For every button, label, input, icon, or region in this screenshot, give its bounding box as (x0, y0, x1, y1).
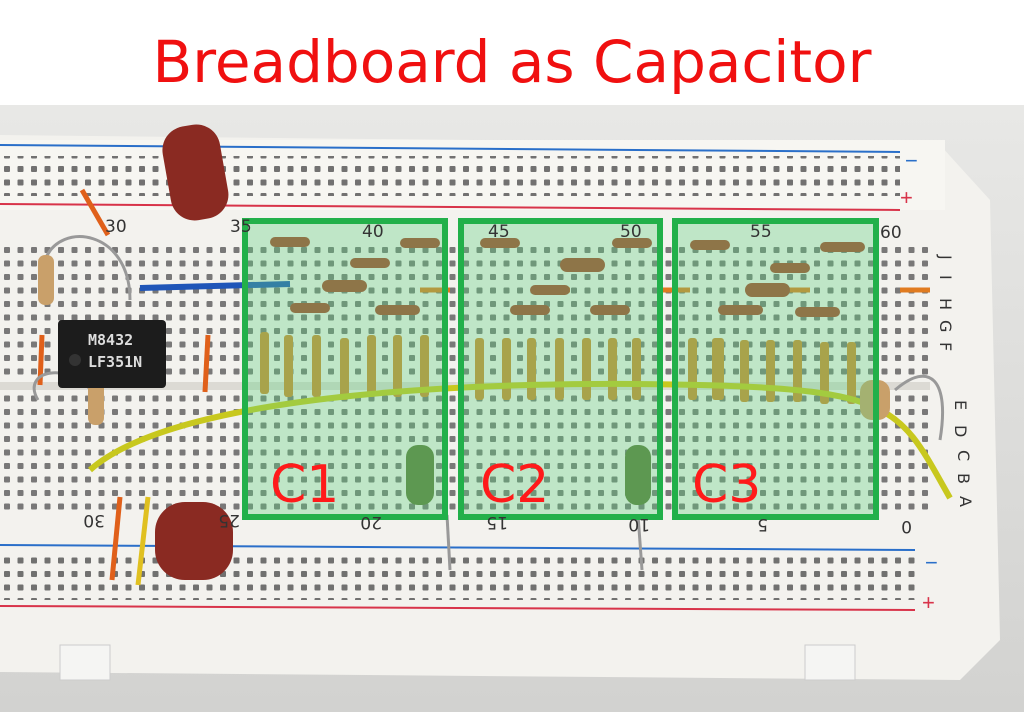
top-column-numbers: 30 35 40 45 50 55 60 (105, 217, 902, 243)
op-amp-chip: M8432 LF351N (58, 320, 166, 388)
breadboard-foot (59, 644, 111, 681)
chip-marking-line1: M8432 (88, 331, 133, 349)
row-letter: G (936, 320, 955, 332)
chip-marking-line2: LF351N (88, 353, 142, 371)
row-letter: I (936, 275, 955, 280)
row-letter: C (954, 450, 973, 461)
leads-and-wires (32, 188, 945, 586)
rail-minus-sign: − (905, 148, 918, 173)
rail-plus-sign: + (900, 185, 913, 210)
column-number: 60 (880, 223, 902, 243)
row-letter: D (951, 425, 970, 437)
yellow-wire (88, 380, 953, 500)
region-c2: C2 (458, 218, 663, 520)
column-number: 5 (757, 514, 768, 534)
region-c3: C3 (672, 218, 879, 520)
column-number: 40 (362, 222, 384, 242)
column-number: 15 (486, 512, 508, 532)
region-label: C2 (480, 455, 549, 515)
rail-minus-sign-bottom: − (925, 550, 938, 575)
column-number: 0 (901, 516, 912, 536)
column-number: 55 (750, 222, 772, 242)
row-letters: J I H G F E D C B A (936, 254, 975, 507)
column-number: 10 (628, 514, 650, 534)
row-letter: E (951, 400, 970, 410)
row-letter: B (954, 473, 973, 484)
region-label: C1 (270, 455, 339, 515)
rail-plus-sign-bottom: + (922, 590, 935, 615)
terminal-strip-bottom (0, 395, 930, 510)
region-label: C3 (692, 455, 761, 515)
resistors (270, 237, 865, 317)
row-letter: H (936, 298, 955, 310)
row-letter: F (936, 342, 955, 351)
row-letter: A (956, 496, 975, 507)
film-capacitors (155, 124, 233, 580)
column-number: 30 (105, 217, 127, 237)
region-c1: C1 (242, 218, 448, 520)
image-title: Breadboard as Capacitor (152, 28, 872, 96)
blue-wire (139, 281, 291, 291)
column-number: 30 (83, 510, 105, 530)
column-number: 20 (360, 512, 382, 532)
bottom-power-rail: − + (0, 544, 938, 615)
breadboard-photo: − + − + J I H G F E D C B A (0, 105, 1024, 712)
column-number: 25 (218, 510, 240, 530)
top-power-rail: − + (0, 140, 945, 211)
column-number: 35 (230, 217, 252, 237)
row-letter: J (936, 254, 955, 260)
bottom-column-numbers: 30 25 20 15 10 5 0 (83, 510, 912, 536)
breadboard-foot (804, 644, 856, 681)
column-number: 45 (488, 222, 510, 242)
green-inductors (406, 445, 651, 505)
column-number: 50 (620, 222, 642, 242)
